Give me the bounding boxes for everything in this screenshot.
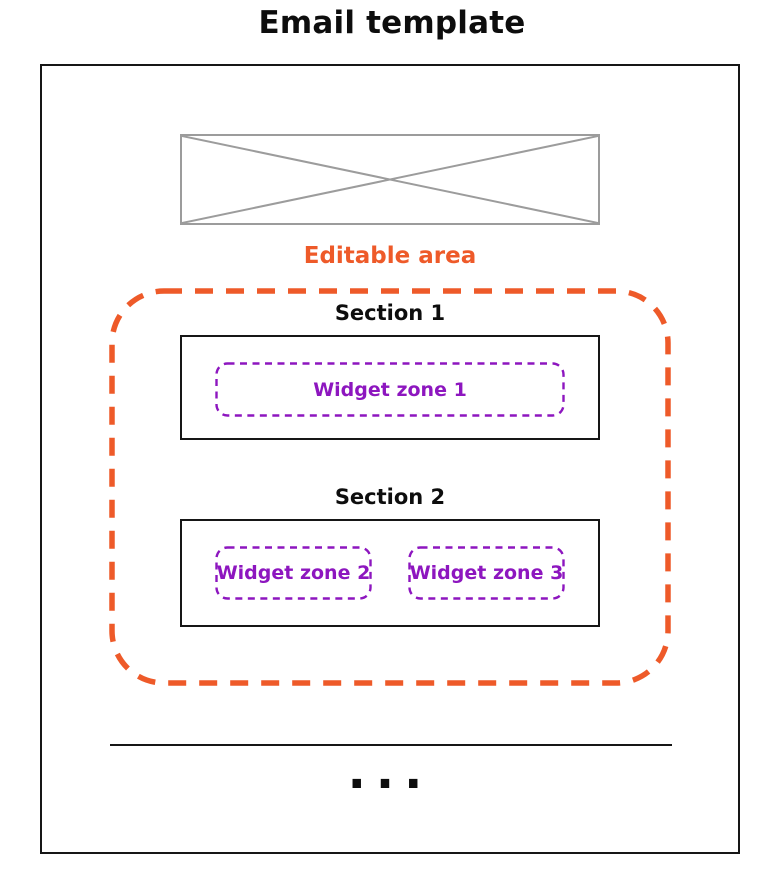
editable-area-label: Editable area [303,243,477,269]
section-2-label: Section 2 [334,485,446,509]
image-placeholder-cross-icon [182,136,598,223]
widget-zone-2: Widget zone 2 [215,546,372,600]
widget-zone-3-label: Widget zone 3 [409,562,564,584]
section-1-label: Section 1 [334,301,446,325]
widget-zone-2-dashed-border [215,546,372,600]
widget-zone-1: Widget zone 1 [215,362,565,417]
footer-divider [110,744,672,746]
page-title: Email template [258,5,526,41]
section-2-box [180,519,600,627]
ellipsis: ... [347,744,433,800]
editable-area-outline [108,287,672,687]
dashed-rounded-rect [109,288,671,686]
widget-zone-2-label: Widget zone 2 [216,562,371,584]
image-placeholder [180,134,600,225]
widget-zone-3: Widget zone 3 [408,546,565,600]
widget-zone-3-dashed-border [408,546,565,600]
widget-zone-1-dashed-border [215,362,565,417]
widget-zone-1-label: Widget zone 1 [313,378,467,401]
section-1-box [180,335,600,440]
